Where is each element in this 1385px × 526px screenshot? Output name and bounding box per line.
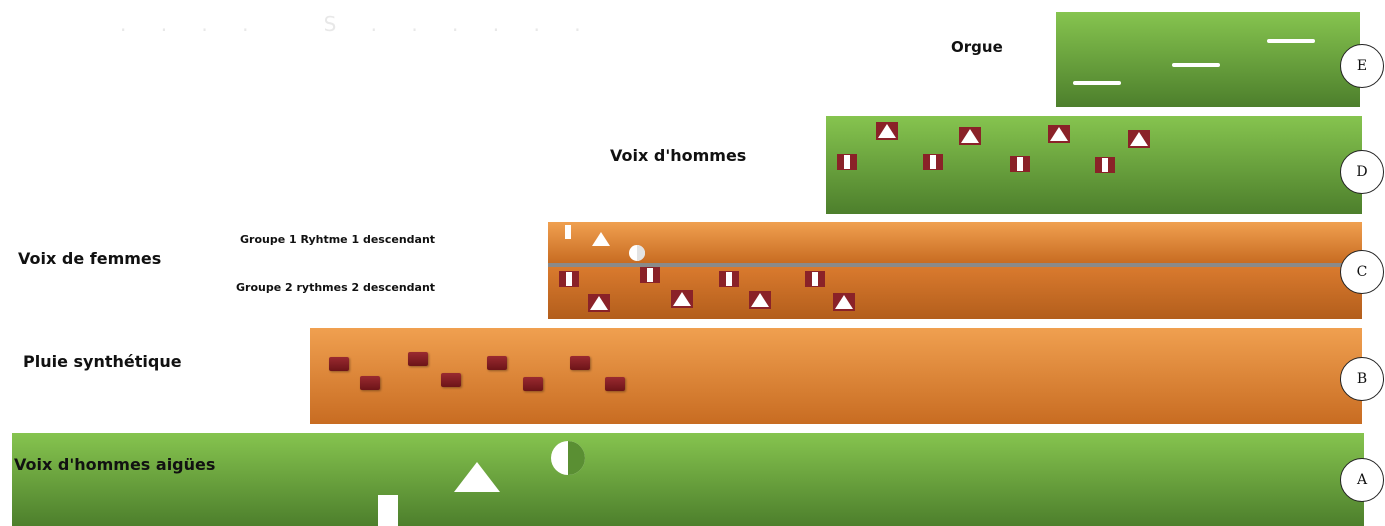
faint-header-artifact: . . . . S . . . . . .: [120, 12, 595, 36]
organ-note: [1073, 81, 1121, 85]
organ-note: [1267, 39, 1315, 43]
label-pluie-synthetique: Pluie synthétique: [23, 352, 182, 371]
bar-glyph-icon: [719, 271, 739, 287]
label-voix-hommes-aigues: Voix d'hommes aigües: [14, 455, 216, 474]
layer-e-bar: [1056, 12, 1360, 107]
layer-a-bar: [12, 433, 1364, 526]
rain-drop-tile: [329, 357, 349, 371]
letter-circle-a: A: [1340, 458, 1384, 502]
rain-drop-tile: [408, 352, 428, 366]
bar-glyph-icon: [837, 154, 857, 170]
bar-glyph-icon: [805, 271, 825, 287]
bar-glyph-icon: [1010, 156, 1030, 172]
layer-c-bottom-bar: [548, 267, 1362, 319]
a-glyph-icon: [592, 232, 610, 246]
organ-note: [1172, 63, 1220, 67]
bar-glyph-icon: [565, 225, 571, 239]
rain-drop-tile: [487, 356, 507, 370]
a-glyph-icon: [454, 462, 500, 492]
rain-drop-tile: [441, 373, 461, 387]
a-glyph-icon: [671, 290, 693, 308]
rain-drop-tile: [605, 377, 625, 391]
letter-circle-b: B: [1340, 357, 1384, 401]
half-circle-icon: [629, 245, 645, 261]
layer-d-bar: [826, 116, 1362, 214]
a-glyph-icon: [959, 127, 981, 145]
rain-drop-tile: [360, 376, 380, 390]
a-glyph-icon: [833, 293, 855, 311]
rain-drop-tile: [570, 356, 590, 370]
layer-c-divider: [548, 263, 1362, 267]
group1-label: Groupe 1 Ryhtme 1 descendant: [240, 233, 436, 246]
bar-glyph-icon: [378, 495, 398, 526]
label-orgue: Orgue: [951, 38, 1003, 56]
bar-glyph-icon: [923, 154, 943, 170]
letter-circle-c: C: [1340, 250, 1384, 294]
bar-glyph-icon: [1095, 157, 1115, 173]
group2-label: Groupe 2 rythmes 2 descendant: [236, 281, 436, 294]
a-glyph-icon: [588, 294, 610, 312]
half-circle-icon: [551, 441, 585, 475]
label-voix-femmes: Voix de femmes: [18, 249, 162, 268]
a-glyph-icon: [1128, 130, 1150, 148]
letter-circle-d: D: [1340, 150, 1384, 194]
label-voix-hommes: Voix d'hommes: [610, 146, 747, 165]
bar-glyph-icon: [559, 271, 579, 287]
layer-c-top-bar: [548, 222, 1362, 263]
letter-circle-e: E: [1340, 44, 1384, 88]
layer-b-bar: [310, 328, 1362, 424]
a-glyph-icon: [1048, 125, 1070, 143]
rain-drop-tile: [523, 377, 543, 391]
a-glyph-icon: [749, 291, 771, 309]
a-glyph-icon: [876, 122, 898, 140]
bar-glyph-icon: [640, 267, 660, 283]
